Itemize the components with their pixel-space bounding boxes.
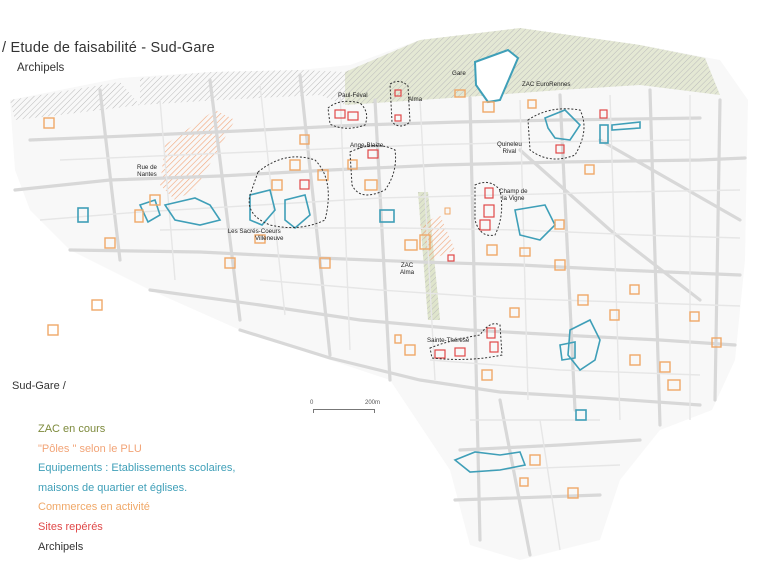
legend-commerces: Commerces en activité — [38, 501, 150, 514]
legend-equipements-2: maisons de quartier et églises. — [38, 481, 188, 494]
legend: ZAC en cours "Pôles " selon le PLU Equip… — [38, 420, 235, 557]
sites-reperes — [299, 89, 608, 359]
label-rue-de-nantes: Rue de Nantes — [137, 164, 157, 178]
legend-archipels: Archipels — [38, 540, 84, 553]
equipements — [77, 109, 641, 473]
area-label: Sud-Gare / — [12, 380, 66, 392]
page-subtitle: Archipels — [17, 62, 65, 74]
label-gare: Gare — [452, 70, 466, 77]
label-sainte-therese: Sainte-Thérèse — [427, 337, 470, 344]
label-paul-feval: Paul-Féval — [338, 92, 368, 99]
archipels — [248, 80, 585, 360]
label-zac-eurorennes: ZAC EuroRennes — [522, 81, 571, 88]
gare-building — [473, 48, 520, 104]
scale-end-label: 200m — [365, 400, 381, 406]
legend-zac: ZAC en cours — [38, 423, 106, 435]
legend-poles: "Pôles " selon le PLU — [38, 442, 142, 455]
street-network — [13, 73, 747, 557]
label-champ-de-la-vigne: Champ de la Vigne — [499, 188, 528, 202]
label-zac-alma: ZAC Alma — [400, 262, 415, 276]
label-ange-blaize: Ange-Blaize — [350, 142, 384, 149]
scale-start-label: 0 — [310, 400, 314, 406]
commerces — [43, 89, 722, 499]
scale-bar: 0 200m — [310, 400, 380, 420]
label-sacres-coeurs: Les Sacrés-Coeurs Villeneuve — [227, 228, 284, 242]
page-title: / Etude de faisabilité - Sud-Gare — [2, 40, 215, 56]
legend-sites: Sites repérés — [38, 520, 103, 533]
label-quineleu: Quineleu Rival — [497, 141, 522, 155]
legend-equipements: Equipements : Etablissements scolaires, — [38, 462, 236, 475]
label-alma: Alma — [408, 96, 423, 103]
